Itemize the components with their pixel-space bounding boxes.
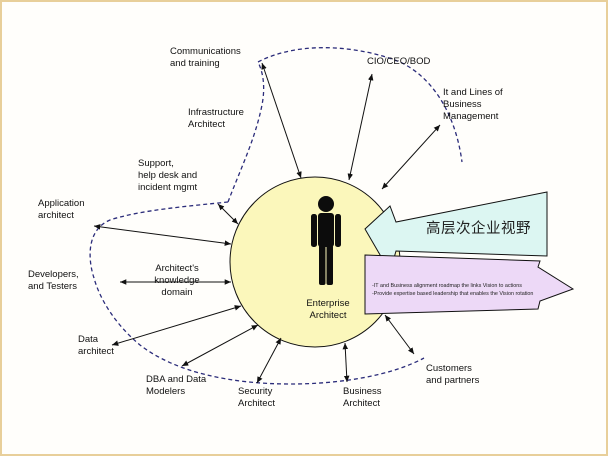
- arrow-cio: [347, 73, 374, 181]
- label-infrastructure: Infrastructure Architect: [188, 107, 244, 130]
- label-business: Business Architect: [343, 386, 382, 409]
- label-data: Data architect: [78, 334, 114, 357]
- arrow-dba: [181, 324, 259, 367]
- arrow-application: [93, 224, 232, 246]
- arrow-communications: [261, 62, 302, 179]
- label-support: Support, help desk and incident mgmt: [138, 158, 198, 193]
- arrow-data: [111, 305, 242, 346]
- alignment-arrow: [364, 254, 575, 315]
- person-icon: [311, 196, 341, 285]
- label-it-lob: It and Lines of Business Management: [443, 87, 503, 122]
- label-developers: Developers, and Testers: [28, 269, 79, 292]
- label-communications: Communications and training: [170, 46, 241, 69]
- arrow-customers: [384, 314, 415, 355]
- label-security: Security Architect: [238, 386, 275, 409]
- label-cio: CIO/CEO/BOD: [367, 56, 431, 67]
- vision-arrow-text: 高层次企业视野: [426, 221, 531, 237]
- arrow-it-lob: [381, 124, 441, 190]
- label-dba: DBA and Data Modelers: [146, 374, 207, 397]
- arrow-support: [217, 203, 239, 225]
- label-customers: Customers and partners: [426, 363, 480, 386]
- arrow-business: [342, 342, 350, 383]
- vision-arrow: [364, 191, 548, 274]
- arrow-security: [256, 337, 282, 384]
- label-application: Application architect: [38, 198, 85, 221]
- alignment-arrow-text: -IT and Business alignment roadmap the l…: [372, 283, 534, 297]
